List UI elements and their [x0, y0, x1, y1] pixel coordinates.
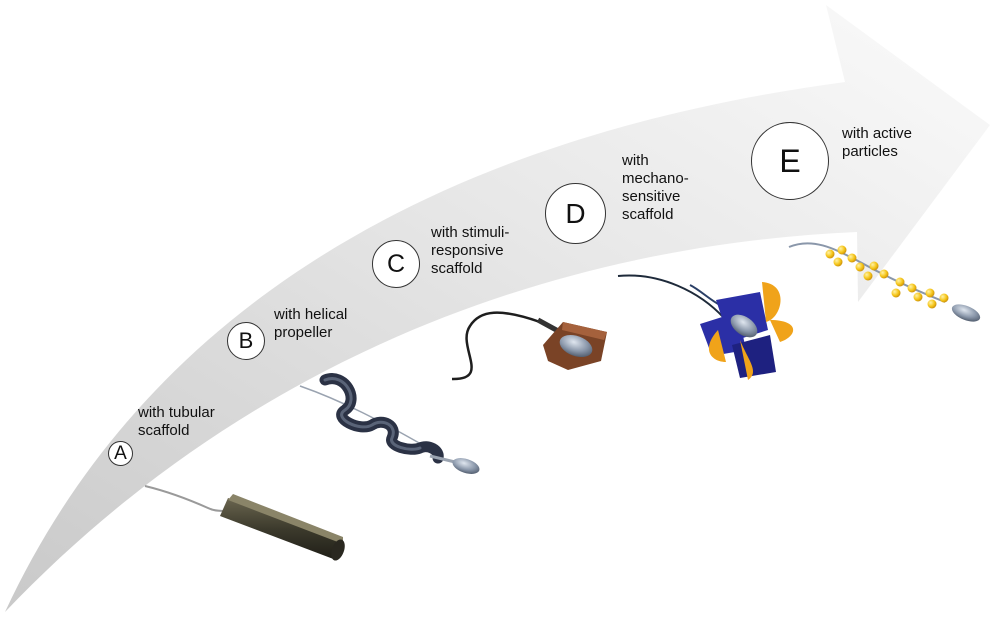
- step-c-letter: C: [386, 249, 406, 278]
- step-c-circle: C: [372, 240, 420, 288]
- step-e-letter: E: [779, 142, 801, 179]
- mechano-sensitive-microrobot-illustration: [617, 274, 794, 380]
- step-d-circle: D: [545, 183, 606, 244]
- step-e-label: with active particles: [842, 125, 913, 160]
- step-c-label: with stimuli- responsive scaffold: [431, 224, 510, 277]
- helical-microrobot-illustration: [299, 373, 480, 474]
- progress-arrow: [5, 5, 990, 612]
- step-a-label: with tubular scaffold: [138, 404, 215, 439]
- step-b-letter: B: [238, 328, 254, 353]
- step-b-circle: B: [227, 322, 265, 360]
- step-a-circle: A: [108, 441, 133, 466]
- step-e-circle: E: [751, 122, 829, 200]
- step-b-label: with helical propeller: [274, 306, 348, 341]
- step-a-letter: A: [114, 442, 127, 464]
- active-particles-microrobot-illustration: [788, 242, 981, 322]
- stimuli-responsive-microrobot-illustration: [451, 311, 607, 381]
- tubular-microrobot-illustration: [144, 485, 345, 561]
- step-d-label: with mechano- sensitive scaffold: [622, 152, 689, 223]
- step-d-letter: D: [565, 197, 586, 229]
